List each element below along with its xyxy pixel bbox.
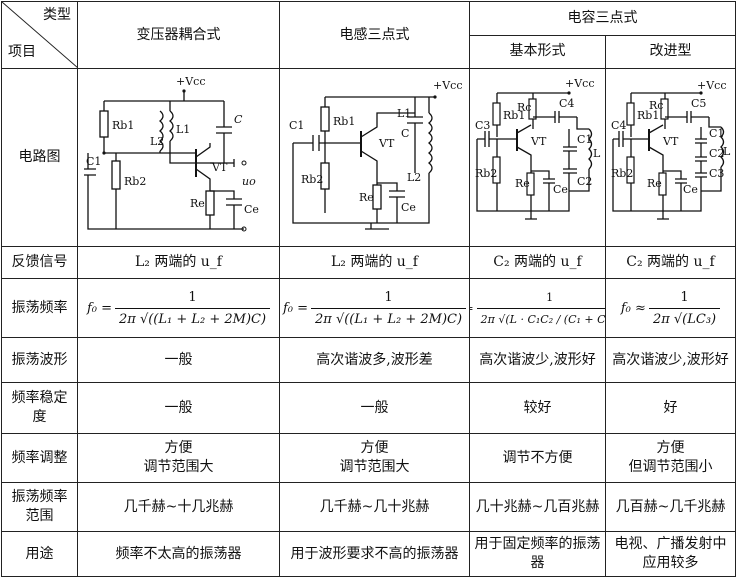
svg-text:Rb2: Rb2 [124,175,146,188]
cap-basic-circuit-diagram: +Vcc Rb1 Rc C4 C3 VT C1 C2 L [475,77,601,221]
svg-text:Re: Re [515,177,530,190]
header-cap-improved: 改进型 [605,34,736,70]
transformer-circuit-diagram: +Vcc Rb1 L2 L1 C C1 Rb2 [83,75,259,232]
circuit-inductive-cell: +Vcc Rb1 C1 VT L1 C L2 Rb2 R [279,68,470,247]
svg-text:C1: C1 [577,133,592,146]
circuit-cap-basic-cell: +Vcc Rb1 Rc C4 C3 VT C1 C2 L [469,68,606,247]
svg-text:C2: C2 [577,175,592,188]
header-capacitive: 电容三点式 [469,1,736,36]
frequency-cap-basic: f₀ = 12π √(L · C₁C₂ / (C₁ + C₂)) [469,278,606,339]
circuit-cap-improved-cell: +Vcc Rb1 Rc C5 C4 VT C1 C2 C3 L [605,68,736,247]
range-inductive: 几千赫~几十兆赫 [279,482,470,533]
row-label-range: 振荡频率范围 [1,482,78,533]
svg-text:+Vcc: +Vcc [433,79,462,92]
svg-text:L2: L2 [150,135,164,148]
cap-improved-circuit-diagram: +Vcc Rb1 Rc C5 C4 VT C1 C2 C3 L [611,79,731,221]
svg-text:C3: C3 [475,119,490,132]
row-label-frequency: 振荡频率 [1,278,78,339]
svg-text:C5: C5 [691,97,706,110]
svg-text:VT: VT [662,135,679,148]
svg-text:VT: VT [530,135,547,148]
header-transformer: 变压器耦合式 [77,0,280,70]
row-label-usage: 用途 [1,531,78,577]
vcc-label-1: +Vcc [176,75,205,88]
svg-text:Ce: Ce [553,183,568,196]
svg-text:C4: C4 [559,97,574,110]
svg-text:Rb1: Rb1 [333,115,355,128]
row-label-waveform: 振荡波形 [1,337,78,384]
svg-text:+Vcc: +Vcc [565,77,594,90]
svg-text:L: L [593,147,601,160]
corner-top-label: 类型 [43,7,71,23]
stability-transformer: 一般 [77,382,280,435]
usage-inductive: 用于波形要求不高的振荡器 [279,531,470,577]
svg-text:Re: Re [647,177,662,190]
header-inductive: 电感三点式 [279,0,470,70]
waveform-cap-basic: 高次谐波少,波形好 [469,337,606,384]
adjust-cap-basic: 调节不方便 [469,433,606,484]
usage-transformer: 频率不太高的振荡器 [77,531,280,577]
svg-text:C: C [234,113,243,126]
svg-text:Ce: Ce [244,203,259,216]
svg-text:Ce: Ce [683,183,698,196]
svg-text:uo: uo [242,175,256,188]
circuit-transformer-cell: +Vcc Rb1 L2 L1 C C1 Rb2 [77,68,280,247]
corner-header-cell: 类型 项目 [1,0,78,70]
waveform-inductive: 高次谐波多,波形差 [279,337,470,384]
adjust-cap-improved: 方便但调节范围小 [605,433,736,484]
stability-cap-improved: 好 [605,382,736,435]
svg-text:C3: C3 [709,167,724,180]
row-label-circuit: 电路图 [1,68,78,247]
svg-text:Rb1: Rb1 [637,109,659,122]
svg-text:L1: L1 [176,123,190,136]
svg-text:C1: C1 [86,155,101,168]
feedback-cap-improved: C₂ 两端的 u_f [605,245,736,280]
svg-text:L1: L1 [397,107,411,120]
svg-text:L: L [723,145,731,158]
svg-text:Ce: Ce [401,201,416,214]
svg-text:Rb1: Rb1 [112,119,134,132]
header-cap-basic: 基本形式 [469,34,606,70]
range-transformer: 几千赫~十几兆赫 [77,482,280,533]
range-cap-basic: 几十兆赫~几百兆赫 [469,482,606,533]
corner-bottom-label: 项目 [8,44,36,61]
adjust-inductive: 方便调节范围大 [279,433,470,484]
svg-text:VT: VT [378,137,395,150]
svg-text:Rb2: Rb2 [475,167,497,180]
svg-text:Re: Re [190,197,205,210]
inductive-circuit-diagram: +Vcc Rb1 C1 VT L1 C L2 Rb2 R [289,79,462,231]
stability-inductive: 一般 [279,382,470,435]
svg-text:Rc: Rc [649,99,663,112]
row-label-feedback: 反馈信号 [1,245,78,280]
stability-cap-basic: 较好 [469,382,606,435]
usage-cap-improved: 电视、广播发射中应用较多 [605,531,736,577]
svg-text:Rb2: Rb2 [611,167,633,180]
feedback-inductive: L₂ 两端的 u_f [279,245,470,280]
svg-text:C1: C1 [289,119,304,132]
svg-text:VT: VT [211,161,228,174]
svg-text:L2: L2 [407,171,421,184]
range-cap-improved: 几百赫~几千兆赫 [605,482,736,533]
svg-text:Rc: Rc [517,101,531,114]
usage-cap-basic: 用于固定频率的振荡器 [469,531,606,577]
svg-text:+Vcc: +Vcc [697,79,726,92]
corner-diagonal-line [2,2,77,68]
feedback-cap-basic: C₂ 两端的 u_f [469,245,606,280]
feedback-transformer: L₂ 两端的 u_f [77,245,280,280]
svg-text:C4: C4 [611,119,626,132]
waveform-cap-improved: 高次谐波少,波形好 [605,337,736,384]
svg-text:Re: Re [359,191,374,204]
row-label-stability: 频率稳定度 [1,382,78,435]
row-label-adjust: 频率调整 [1,433,78,484]
adjust-transformer: 方便调节范围大 [77,433,280,484]
waveform-transformer: 一般 [77,337,280,384]
svg-text:C: C [401,127,409,140]
svg-text:Rb2: Rb2 [301,173,323,186]
svg-text:Rb1: Rb1 [503,109,525,122]
